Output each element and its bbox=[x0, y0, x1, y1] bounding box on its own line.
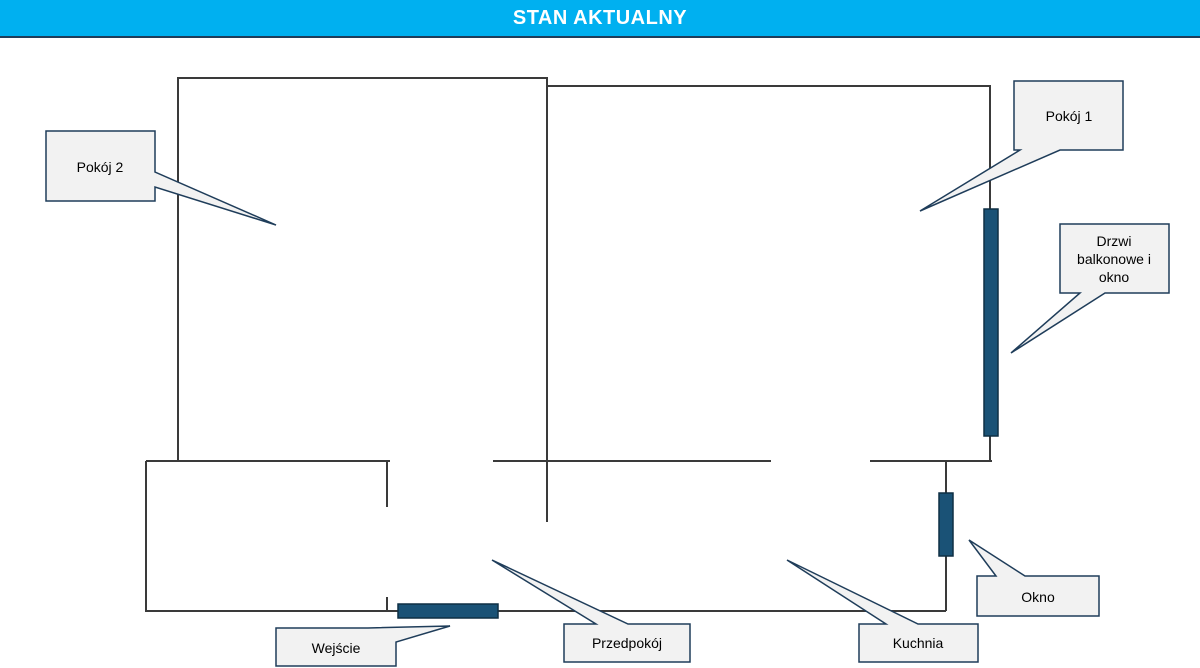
callout-wejscie-label: Wejście bbox=[312, 640, 361, 656]
walls bbox=[145, 77, 992, 612]
entrance-door bbox=[397, 603, 499, 619]
callout-okno: Okno bbox=[968, 539, 1100, 617]
callout-balcony-line1: Drzwi bbox=[1097, 233, 1132, 249]
callout-kuchnia-label: Kuchnia bbox=[893, 635, 944, 651]
callout-pokoj1: Pokój 1 bbox=[919, 80, 1124, 212]
callout-balcony-line3: okno bbox=[1099, 269, 1130, 285]
callout-pokoj2-label: Pokój 2 bbox=[77, 159, 124, 175]
callout-wejscie: Wejście bbox=[275, 625, 451, 667]
callout-balcony-line2: balkonowe i bbox=[1077, 251, 1151, 267]
page-title: STAN AKTUALNY bbox=[512, 6, 688, 29]
callout-pokoj1-label: Pokój 1 bbox=[1046, 108, 1093, 124]
kitchen-window bbox=[938, 492, 954, 557]
callout-przedpokoj-label: Przedpokój bbox=[592, 635, 662, 651]
callout-przedpokoj: Przedpokój bbox=[491, 559, 691, 663]
wall-pokoj2 bbox=[177, 77, 548, 522]
wall-pokoj1 bbox=[547, 85, 991, 461]
callout-kuchnia: Kuchnia bbox=[786, 559, 979, 663]
header-bar: STAN AKTUALNY bbox=[0, 0, 1200, 38]
wall-lower-left bbox=[145, 461, 398, 612]
callout-okno-label: Okno bbox=[1021, 589, 1055, 605]
callout-balcony: Drzwi balkonowe i okno bbox=[1010, 223, 1170, 354]
callout-pokoj2: Pokój 2 bbox=[45, 130, 277, 226]
balcony-door-window bbox=[983, 208, 999, 437]
